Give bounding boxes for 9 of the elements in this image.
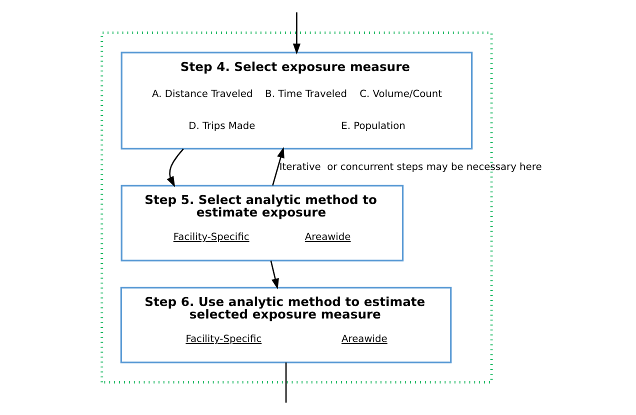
arrow <box>292 12 300 54</box>
node-box: Step 6. Use analytic method to estimate selected exposure measure Facility-Specific Areawide <box>120 286 452 364</box>
connector <box>284 362 286 403</box>
arrow <box>270 260 278 290</box>
arrow <box>272 146 284 186</box>
edge-label: Iterative or concurrent steps may be necessary here <box>278 162 542 173</box>
node-box: Step 4. Select exposure measure A. Distance Traveled B. Time Traveled C. Volume/Count D. Trips Made E. Population <box>120 52 472 150</box>
arrow <box>166 148 184 188</box>
node-box: Step 5. Select analytic method to estimate exposure Facility-Specific Areawide <box>120 184 404 262</box>
